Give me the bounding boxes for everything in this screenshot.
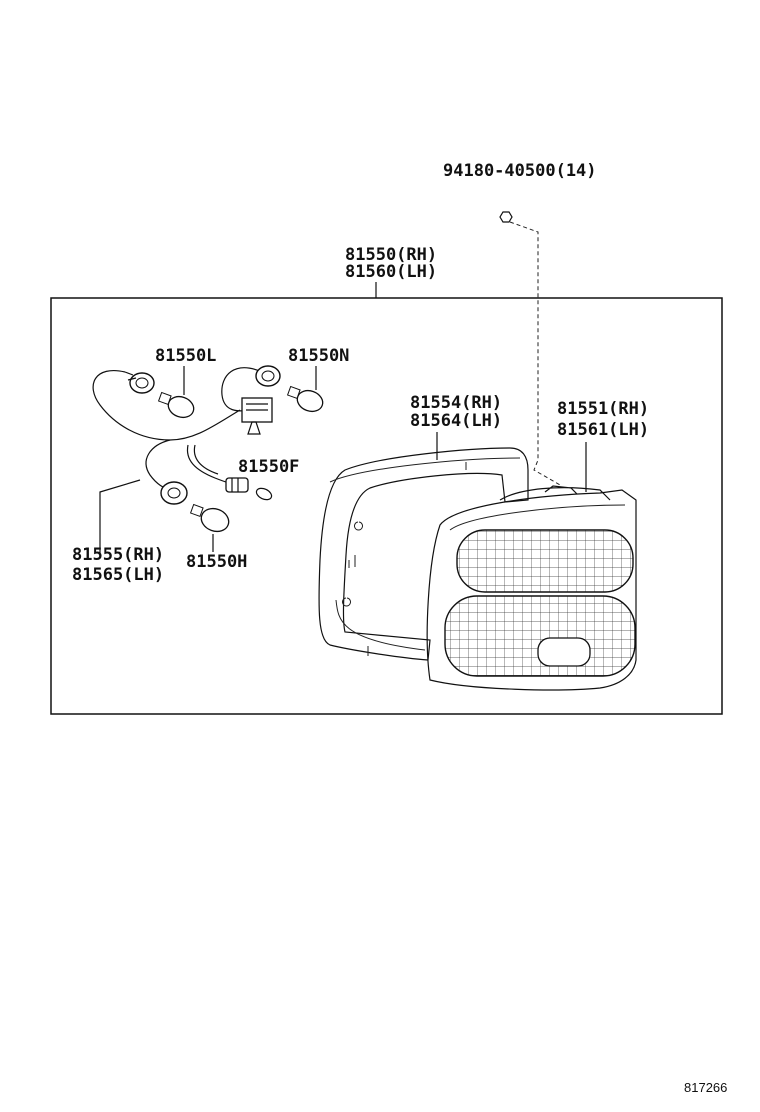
bulb-n-label: 81550N xyxy=(288,346,349,366)
bulb-h-icon xyxy=(189,503,230,533)
reference-number: 817266 xyxy=(684,1080,727,1095)
bulb-n-icon xyxy=(286,385,324,413)
reflector-icon xyxy=(537,637,591,667)
bulb-f-label: 81550F xyxy=(238,457,299,477)
socket-f-icon xyxy=(225,477,249,493)
gasket-part: 81554(RH) 81564(LH) xyxy=(318,393,529,661)
bulb-f-icon xyxy=(255,487,273,501)
lens-housing xyxy=(426,489,637,691)
lamp-assembly-callout: 81550(RH) 81560(LH) xyxy=(345,245,437,298)
socket-l-icon xyxy=(124,371,155,394)
harness-wire-mid xyxy=(221,367,263,412)
bulb-l-label: 81550L xyxy=(155,346,216,366)
socket-lh-label: 81565(LH) xyxy=(72,565,164,585)
connector-icon xyxy=(241,397,273,435)
upper-lens-grid xyxy=(456,529,634,593)
socket-n-icon xyxy=(255,365,281,387)
screw-part: 94180-40500(14) xyxy=(443,161,597,486)
bulb-h-label: 81550H xyxy=(186,552,247,572)
socket-h-icon xyxy=(160,481,188,505)
assembly-frame xyxy=(50,297,723,715)
lamp-assy-lh-label: 81560(LH) xyxy=(345,262,437,282)
gasket-lh-label: 81564(LH) xyxy=(410,411,502,431)
gasket-rh-label: 81554(RH) xyxy=(410,393,502,413)
screw-icon xyxy=(499,211,513,223)
bulb-l-icon xyxy=(157,391,195,419)
screw-leader-dashed xyxy=(509,221,561,486)
wiring-harness: 81550L 81550N 81550F 81 xyxy=(72,346,349,585)
lamp-assy-rh-label: 81550(RH) xyxy=(345,245,437,265)
socket-rh-label: 81555(RH) xyxy=(72,545,164,565)
lower-lens-grid xyxy=(444,595,636,677)
gasket-outline xyxy=(318,447,529,661)
socket-leader xyxy=(99,479,141,553)
lens-rh-label: 81551(RH) xyxy=(557,399,649,419)
lens-part: 81551(RH) 81561(LH) xyxy=(426,399,649,691)
harness-wire-f2 xyxy=(193,444,219,475)
harness-wire-upper xyxy=(92,370,241,441)
lens-lh-label: 81561(LH) xyxy=(557,420,649,440)
screw-label: 94180-40500(14) xyxy=(443,161,597,181)
harness-wire-lower xyxy=(145,439,171,491)
